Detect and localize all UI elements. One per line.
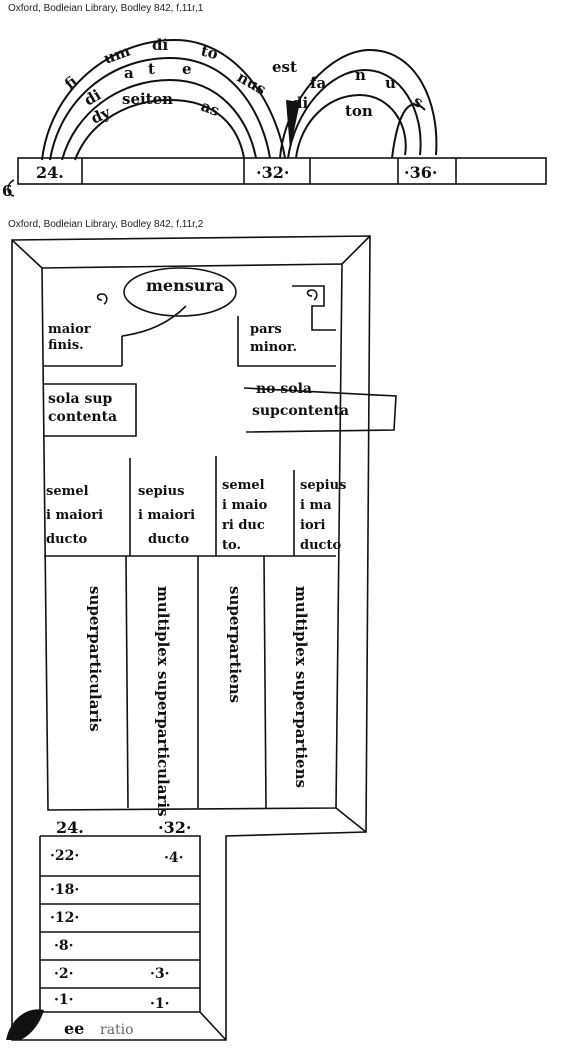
mensura-label: mensura [146,276,225,295]
sola-label-1: sola sup [48,391,113,407]
arc-middle [49,56,271,161]
mensura-tail [121,305,187,337]
row-left-2: ·18· [50,882,80,898]
curl-right [306,289,318,301]
ruler-mark: ·36· [404,163,437,182]
col-3-line-1: semel [222,478,265,493]
ruler-mark: ·32· [256,163,289,182]
arc-word: fa [310,74,326,92]
arc-word: n [355,66,366,84]
col-4-line-3: iori [300,518,326,533]
maior-label-2: finis. [48,338,84,353]
curl-left [96,293,108,305]
arc-word: seiten [122,90,173,108]
col-2-line-1: sepius [138,484,185,499]
pars-minor-label-1: pars [250,322,282,337]
col-4-line-4: ducto [300,538,342,553]
ruler-box [17,157,547,185]
arc-right-small [391,103,426,159]
arc-word: u [385,74,396,92]
vertical-text-4: multiplex superpartiens [292,586,310,788]
arc-word: est [272,58,297,76]
col-2-line-2: i maiori [138,508,196,523]
arc-right-inner [287,68,422,159]
vertical-text-1: superparticularis [86,586,104,732]
sola-label-2: contenta [48,409,118,425]
arc-word: as [199,97,222,120]
arrow-shape [286,100,300,150]
caption-bottom: Oxford, Bodleian Library, Bodley 842, f.… [8,219,204,230]
arc-outer [41,38,286,161]
arc-word: di [152,36,168,54]
non-sola-label-1: no sola [256,381,312,397]
arc-word: di [292,94,308,112]
bevel-line [11,239,43,269]
pars-bracket [292,285,336,331]
arc-right-inner2 [295,93,407,159]
arc-word: a [124,64,134,82]
row-right-1: ·4· [164,850,184,866]
col-4-line-2: i ma [300,498,332,513]
arc-word: nus [234,68,269,99]
arc-inner [61,78,257,161]
ruler-curl [7,179,15,197]
col-3-line-3: ri duc [222,518,265,533]
arc-word: t [148,60,155,78]
row-left-4: ·8· [54,938,74,954]
vertical-text-2: multiplex superparticularis [154,586,172,817]
maior-label-1: maior [48,322,91,337]
ruler-left-mark: 6 [2,182,12,200]
bevel-line [11,1011,41,1041]
arc-word: e [182,60,192,78]
bevel-line [341,235,371,265]
row-right-5: ·3· [150,966,170,982]
arc-inner2 [74,98,245,161]
row-left-1: ·22· [50,848,80,864]
bottom-mark-2: ·32· [158,818,192,837]
strip-divider [125,555,129,809]
bevel-line [335,807,367,833]
caption-top: Oxford, Bodleian Library, Bodley 842, f.… [8,3,204,14]
row-right-6: ·1· [150,996,170,1012]
footer-mark-left: ee [64,1019,84,1038]
arc-word: ton [345,102,373,120]
pars-minor-label-2: minor. [250,340,297,355]
col-2-line-3: ducto [148,532,190,547]
non-sola-label-2: supcontenta [252,403,349,419]
footer-text: ratio [100,1022,134,1038]
col-3-line-2: i maio [222,498,268,513]
ruler-mark: 24. [36,163,64,182]
arc-word: fi [61,72,81,93]
ruler [7,157,547,197]
bevel-line [199,1011,227,1041]
row-left-3: ·12· [50,910,80,926]
col-1-line-1: semel [46,484,89,499]
bottom-mark-1: 24. [56,818,84,837]
vertical-text-3: superpartiens [226,586,244,703]
col-1-line-3: ducto [46,532,88,547]
arc-word: to [199,41,220,63]
arc-words: fi um di to nus est fa n u s di a t e dy… [61,36,426,128]
arc-diagram: fi um di to nus est fa n u s di a t e dy… [2,36,547,200]
col-3-line-4: to. [222,538,241,553]
row-left-6: ·1· [54,992,74,1008]
col-4-line-1: sepius [300,478,347,493]
col-1-line-2: i maiori [46,508,104,523]
row-left-5: ·2· [54,966,74,982]
strip-divider [263,555,267,809]
ruler-marks: 24. ·32· ·36· 6 [2,163,437,200]
corner-blob [6,1009,44,1040]
